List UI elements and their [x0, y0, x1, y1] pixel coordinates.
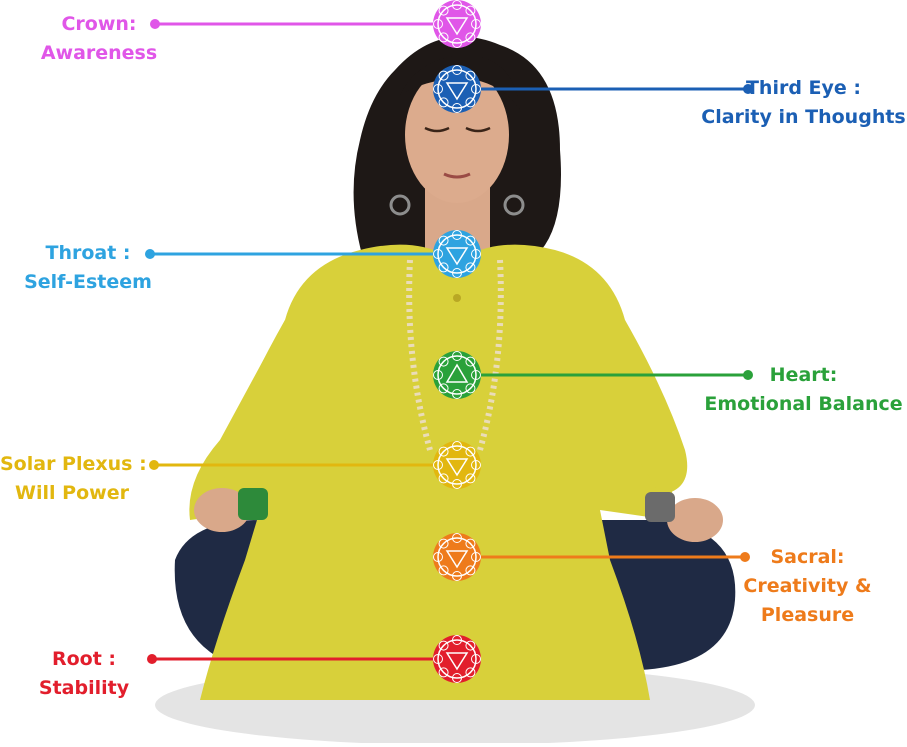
third-eye-label-line2: Clarity in Thoughts: [701, 106, 906, 128]
solar-plexus-label-line2: Will Power: [15, 482, 129, 504]
solar-plexus-label-line1: Solar Plexus :: [0, 453, 147, 475]
throat-label: Throat : Self-Esteem: [0, 239, 176, 297]
kurta: [189, 244, 673, 700]
face: [405, 67, 509, 203]
third-eye-label: Third Eye : Clarity in Thoughts: [700, 74, 907, 132]
crown-connector-dot: [150, 19, 160, 29]
heart-label-line1: Heart:: [769, 364, 838, 386]
root-connector-dot: [147, 654, 157, 664]
om-icon: [433, 0, 481, 48]
throat-chakra-icon: [433, 230, 481, 278]
heart-label-line2: Emotional Balance: [704, 393, 903, 415]
right-arm: [610, 320, 688, 495]
heart-connector-dot: [743, 370, 753, 380]
crown-label: Crown: Awareness: [0, 10, 198, 68]
root-label-line1: Root :: [51, 648, 117, 670]
sacral-label: Sacral: Creativity & Pleasure: [735, 543, 880, 630]
third-eye-label-line1: Third Eye :: [745, 77, 862, 99]
left-hand: [194, 488, 250, 532]
throat-connector-dot: [145, 249, 155, 259]
right-hand: [667, 498, 723, 542]
root-chakra-icon: [433, 635, 481, 683]
sacral-label-line1: Sacral:: [770, 546, 845, 568]
root-label-line2: Stability: [38, 677, 130, 699]
solar-plexus-connector-dot: [149, 460, 159, 470]
crown-label-line1: Crown:: [61, 13, 137, 35]
crown-label-line2: Awareness: [40, 42, 158, 64]
third-eye-connector-dot: [743, 84, 753, 94]
throat-label-line2: Self-Esteem: [24, 271, 152, 293]
sacral-chakra-icon: [433, 533, 481, 581]
throat-label-line1: Throat :: [45, 242, 131, 264]
bead-necklace: [406, 259, 433, 451]
solar-plexus-label: Solar Plexus : Will Power: [0, 450, 147, 508]
left-arm: [222, 320, 300, 495]
sacral-label-line3: Pleasure: [760, 604, 855, 626]
sacral-connector-dot: [740, 552, 750, 562]
third-eye-chakra-icon: [433, 65, 481, 113]
solar-plexus-chakra-icon: [433, 441, 481, 489]
heart-chakra-icon: [433, 351, 481, 399]
heart-label: Heart: Emotional Balance: [700, 361, 907, 419]
root-label: Root : Stability: [30, 645, 138, 703]
sacral-label-line2: Creativity &: [743, 575, 872, 597]
